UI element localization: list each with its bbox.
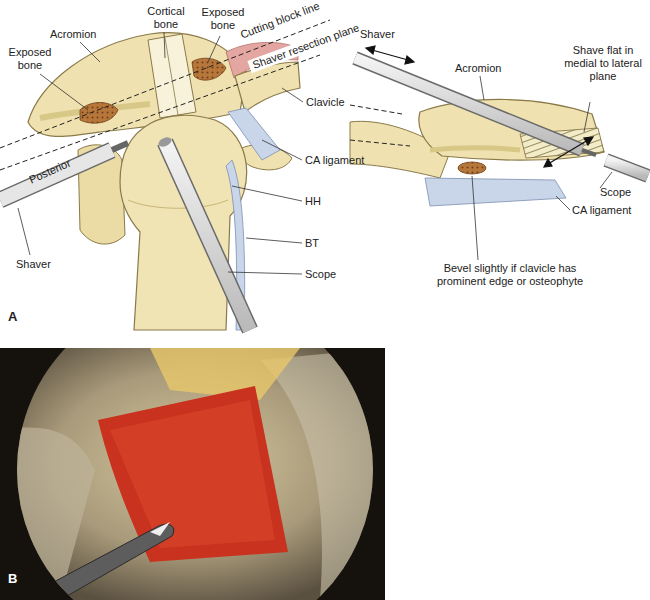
instruction-note: Bevel slightly if clavicle has prominent… xyxy=(430,262,590,288)
part-label: Cortical bone xyxy=(140,5,192,31)
part-label: CA ligament xyxy=(305,154,375,167)
part-label: Shaver xyxy=(16,258,66,271)
part-label: CA ligament xyxy=(572,204,644,217)
instruction-note: Shave flat in medial to lateral plane xyxy=(560,44,646,83)
panel-letter: A xyxy=(8,310,28,323)
part-label: Scope xyxy=(600,186,644,199)
part-label: HH xyxy=(305,195,335,208)
part-label: Exposed bone xyxy=(6,46,54,72)
part-label: Scope xyxy=(305,268,345,281)
part-label: BT xyxy=(305,237,335,250)
part-label: Acromion xyxy=(50,28,110,41)
part-label: Clavicle xyxy=(306,96,356,109)
panel-letter: B xyxy=(8,572,28,585)
part-label: Acromion xyxy=(455,62,515,75)
part-label: Shaver xyxy=(360,28,410,41)
